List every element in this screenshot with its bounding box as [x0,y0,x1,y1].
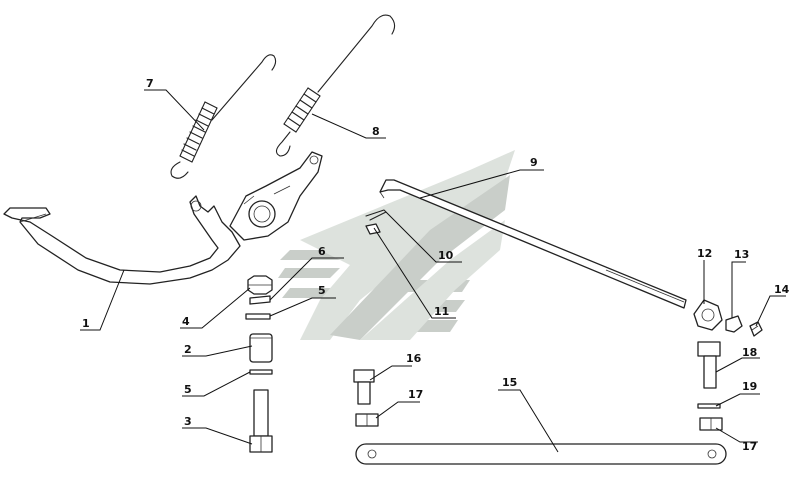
part-18-bolt [697,341,721,389]
part-6-washer [249,295,271,305]
label-16: 16 [406,352,422,365]
label-18: 18 [742,346,757,359]
part-5-washer-upper [245,313,271,320]
part-15-link-bar [355,443,727,465]
label-7: 7 [146,77,154,90]
label-19: 19 [742,380,757,393]
leader-lines [80,89,786,453]
label-5-lower: 5 [184,383,192,396]
part-2-bushing [249,333,273,363]
part-19-washer [697,403,721,409]
part-17-nut-left [355,413,379,427]
label-1: 1 [82,317,90,330]
label-11: 11 [434,305,449,318]
label-15: 15 [502,376,517,389]
part-8-spring [275,14,396,157]
label-3: 3 [184,415,192,428]
label-5-upper: 5 [318,284,326,297]
label-6: 6 [318,245,326,258]
part-14-cotter [749,321,763,337]
label-4: 4 [182,315,190,328]
part-13-bracket [725,315,743,333]
label-8: 8 [372,125,380,138]
label-17-right: 17 [742,440,757,453]
label-12: 12 [697,247,712,260]
part-1-pedal-lever [3,195,241,285]
part-10-clip [365,209,387,221]
label-9: 9 [530,156,538,169]
label-10: 10 [438,249,454,262]
part-5-washer-lower [249,369,273,375]
part-16-bolt [353,369,375,405]
label-14: 14 [774,283,790,296]
part-12-nut [693,299,723,331]
part-17-nut-right [699,417,723,431]
part-4-nut [247,275,273,295]
label-17-left: 17 [408,388,423,401]
part-3-bolt [249,389,273,453]
part-7-spring [170,54,277,179]
label-13: 13 [734,248,749,261]
part-9-rod [379,179,687,309]
label-2: 2 [184,343,192,356]
callout-labels: 1 2 3 4 5 5 6 7 8 9 10 11 12 13 14 15 16… [82,77,790,453]
pedal-hub-arm [229,151,323,241]
